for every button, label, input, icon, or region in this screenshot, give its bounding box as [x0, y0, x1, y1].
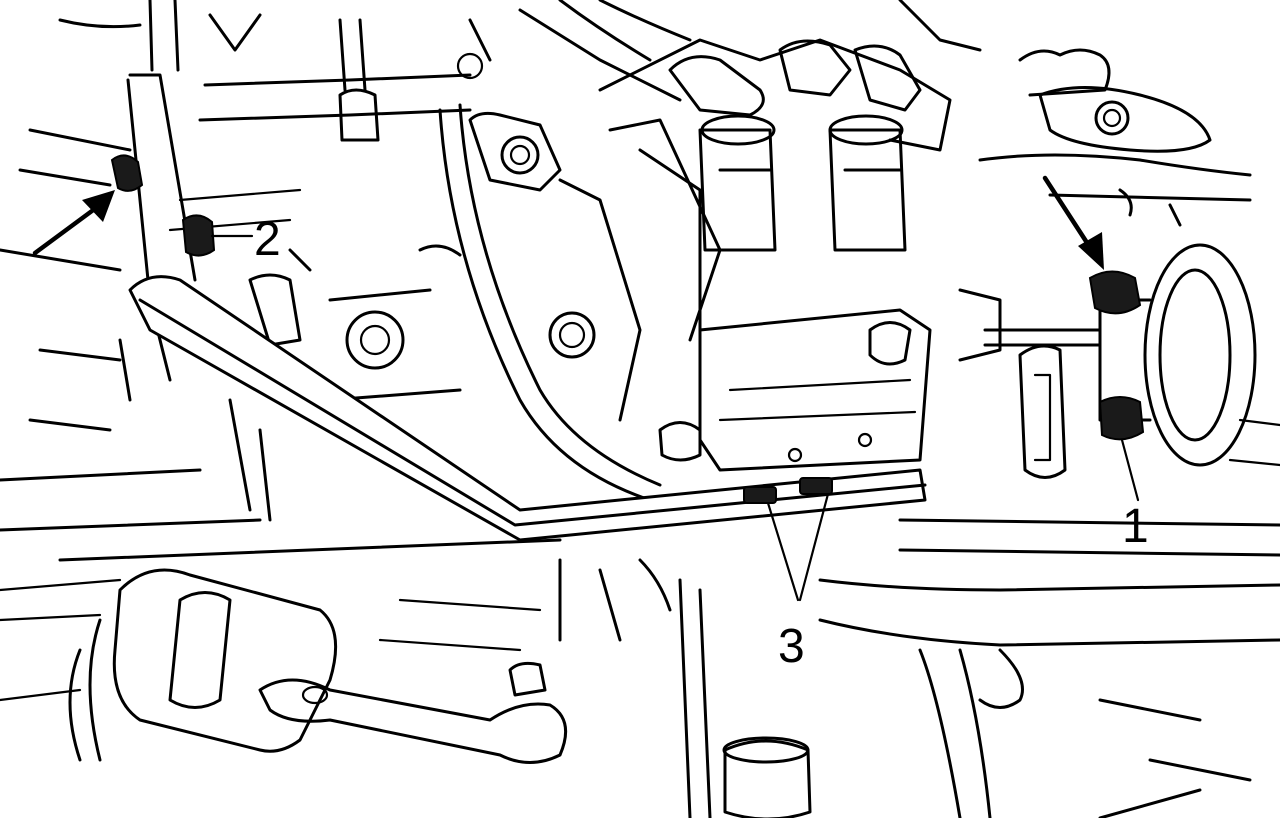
leader-lines — [212, 236, 1138, 600]
callout-labels: 1 2 3 — [254, 213, 1149, 673]
nut-3-right — [800, 478, 832, 494]
callout-1: 1 — [1122, 500, 1149, 553]
fasteners — [112, 155, 1143, 503]
callout-3: 3 — [778, 620, 805, 673]
callout-2: 2 — [254, 213, 281, 266]
nut-3-left — [744, 487, 776, 503]
nut-2 — [183, 215, 214, 255]
arrow-left — [35, 190, 115, 253]
pointer-arrows — [35, 178, 1104, 270]
nut-right-upper — [1090, 272, 1140, 314]
bolt-left-arrowed — [112, 155, 142, 190]
arrow-right — [1045, 178, 1104, 270]
nut-1 — [1100, 397, 1143, 439]
